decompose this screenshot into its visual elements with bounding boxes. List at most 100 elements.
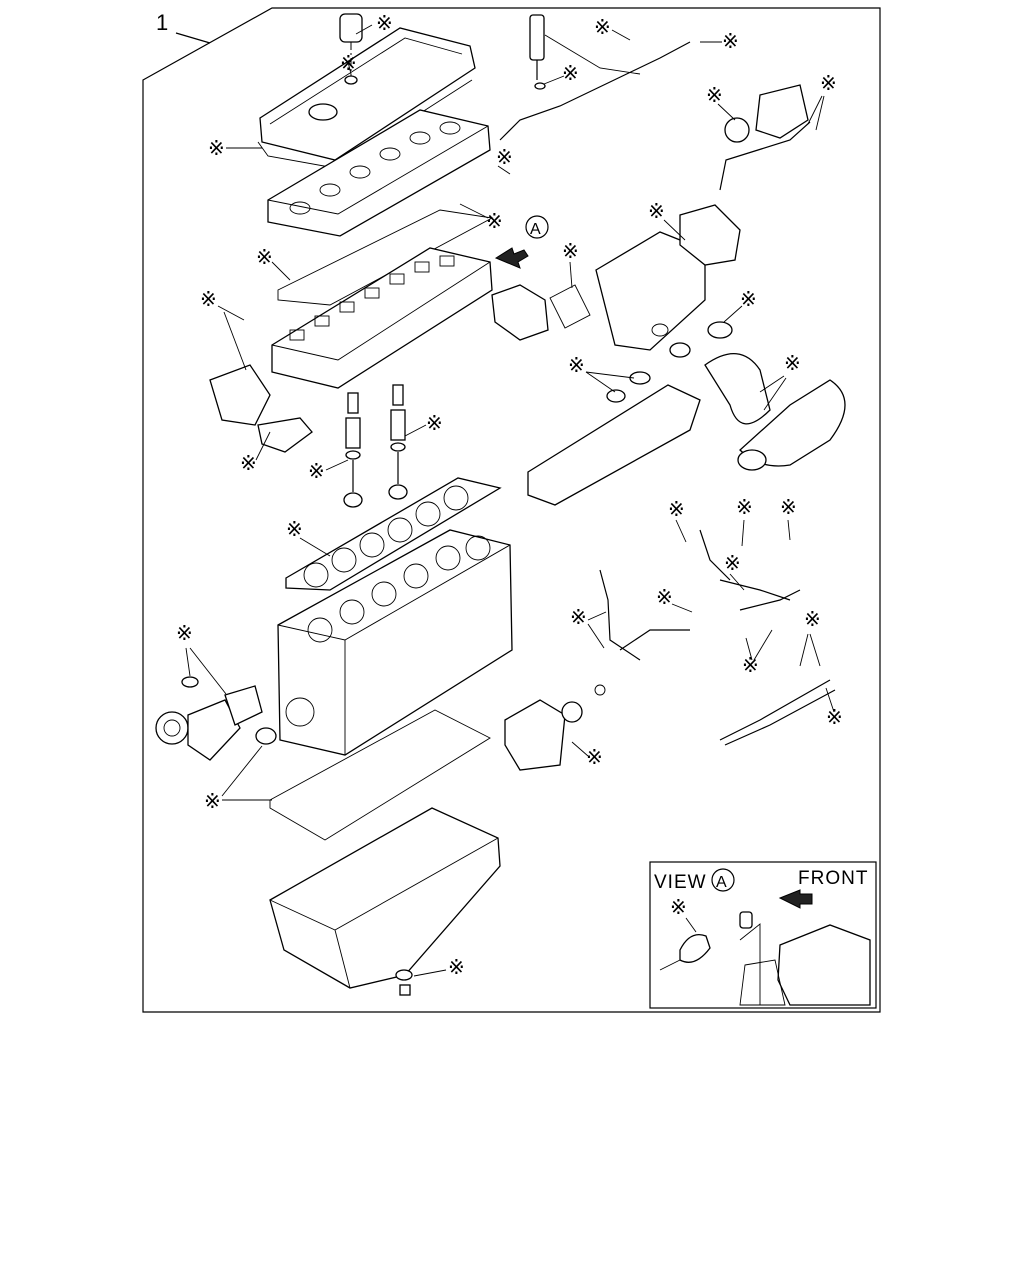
inset-front-label: FRONT (798, 868, 868, 889)
valve-assembly-left (343, 392, 363, 508)
svg-text:※: ※ (570, 605, 587, 629)
egr-gasket (549, 284, 591, 329)
manifold-o-ring-2 (669, 342, 691, 358)
callout-1: 1 (156, 10, 211, 44)
kit-marker: ※ (404, 411, 443, 437)
svg-text:※: ※ (256, 245, 273, 269)
kit-marker: ※ (571, 741, 603, 769)
oil-cooler-pump (504, 684, 606, 771)
front-arrow-icon (778, 889, 813, 909)
inset-cap-part (679, 933, 711, 963)
egr-cooler (491, 284, 549, 341)
kit-marker: ※ (200, 287, 247, 371)
kit-marker: ※ (668, 497, 687, 543)
kit-marker: ※ (706, 83, 736, 121)
svg-text:※: ※ (496, 145, 513, 169)
kit-marker: ※ (656, 585, 693, 613)
svg-text:※: ※ (568, 353, 585, 377)
inset-engine-head (777, 924, 871, 1006)
kit-marker: ※ (355, 11, 393, 35)
kit-marker: ※ (648, 199, 686, 241)
fuel-injection-pipes (599, 529, 836, 746)
fuel-return-line (499, 41, 691, 141)
svg-text:※: ※ (706, 83, 723, 107)
kit-marker: ※ (724, 551, 745, 591)
kit-marker: ※ (496, 145, 513, 175)
svg-text:※: ※ (376, 11, 393, 35)
egr-valve-housing (679, 204, 741, 266)
svg-text:※: ※ (804, 607, 821, 631)
manifold-o-ring-3 (629, 371, 651, 385)
svg-text:※: ※ (308, 459, 325, 483)
thermostat-housing (209, 364, 313, 453)
kit-marker: ※ (240, 431, 271, 475)
intake-manifold-upper (595, 231, 706, 351)
svg-text:※: ※ (826, 705, 843, 729)
kit-marker: ※ (736, 495, 753, 547)
kit-marker: ※ (568, 353, 635, 393)
svg-text:※: ※ (820, 71, 837, 95)
cylinder-head-gasket (285, 477, 502, 591)
svg-text:※: ※ (656, 585, 673, 609)
kit-marker: ※ (825, 687, 843, 729)
svg-text:※: ※ (736, 495, 753, 519)
valve-assembly-right (388, 384, 408, 500)
svg-text:※: ※ (668, 497, 685, 521)
kit-marker: ※ (459, 203, 503, 233)
kit-marker: ※ (308, 459, 349, 483)
inset-kit-marker: ※ (670, 895, 687, 919)
svg-text:※: ※ (780, 495, 797, 519)
svg-text:※: ※ (426, 411, 443, 435)
svg-text:※: ※ (486, 209, 503, 233)
kit-marker: ※ (256, 245, 291, 281)
inset-view-label: VIEW (654, 872, 707, 893)
fuel-injector (529, 14, 546, 90)
intake-manifold-lower (527, 384, 701, 506)
kit-marker: ※ (780, 495, 797, 541)
water-pump (155, 676, 263, 761)
manifold-o-ring-4 (606, 389, 626, 403)
kit-marker: ※ (204, 745, 272, 813)
svg-text:※: ※ (648, 199, 665, 223)
cylinder-head (271, 247, 493, 389)
inset-view-a: VIEW A FRONT ※ (649, 861, 877, 1009)
svg-text:※: ※ (176, 621, 193, 645)
kit-marker: ※ (742, 629, 773, 677)
kit-boundary-frame (142, 7, 881, 1013)
kit-marker: ※ (700, 29, 739, 53)
kit-marker: ※ (208, 136, 262, 160)
oil-pan (269, 807, 501, 996)
cylinder-block (277, 529, 513, 756)
view-a-callout: A (494, 215, 549, 269)
kit-marker: ※ (759, 351, 801, 411)
kit-marker: ※ (799, 607, 821, 667)
kit-marker: ※ (723, 287, 757, 323)
svg-text:※: ※ (448, 955, 465, 979)
oil-pan-gasket (269, 709, 491, 841)
svg-text:※: ※ (784, 351, 801, 375)
manifold-o-ring-1 (707, 321, 733, 339)
kit-marker: ※ (176, 621, 227, 695)
callout-number: 1 (156, 10, 168, 35)
vacuum-pump (719, 84, 811, 191)
svg-text:※: ※ (200, 287, 217, 311)
svg-text:※: ※ (204, 789, 221, 813)
kit-marker: ※ (413, 955, 465, 979)
svg-text:※: ※ (562, 61, 579, 85)
kit-marker: ※ (570, 605, 607, 649)
svg-text:※: ※ (594, 15, 611, 39)
kit-marker: ※ (594, 15, 631, 41)
kit-marker: ※ (543, 61, 579, 85)
kit-marker: ※ (286, 517, 331, 557)
svg-text:※: ※ (240, 451, 257, 475)
svg-text:※: ※ (740, 287, 757, 311)
svg-text:※: ※ (724, 551, 741, 575)
svg-text:※: ※ (286, 517, 303, 541)
svg-text:※: ※ (208, 136, 225, 160)
svg-text:A: A (530, 221, 541, 238)
front-seal (255, 727, 277, 745)
kit-markers: ※ ※ ※ ※ ※ ※ ※ ※ ※ ※ ※ ※ ※ ※ ※ ※ ※ ※ ※ ※ … (176, 11, 843, 979)
svg-text:※: ※ (722, 29, 739, 53)
rocker-cover (259, 13, 476, 161)
